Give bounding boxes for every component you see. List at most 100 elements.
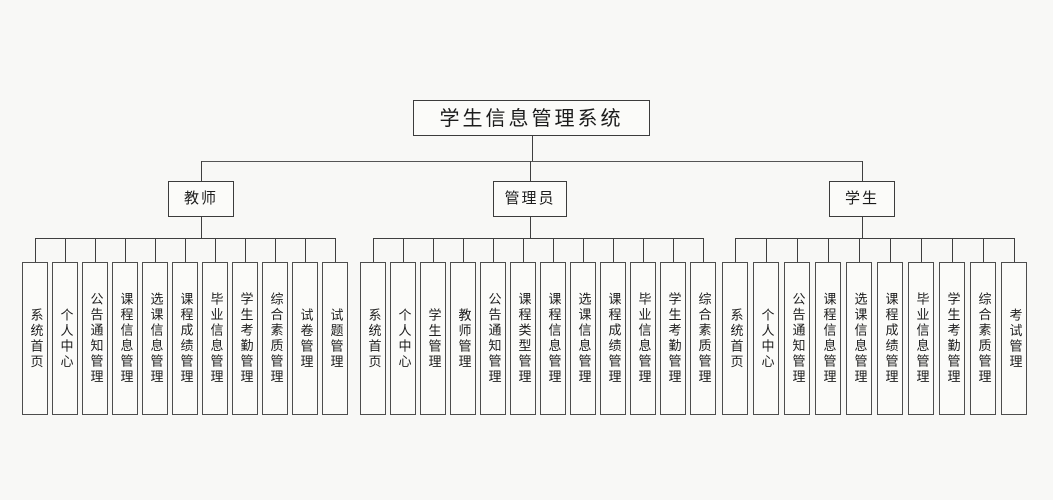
leaf-node[interactable]: 选课信息管理 [846,262,872,415]
leaf-node-label: 考试管理 [1006,307,1022,370]
leaf-node[interactable]: 综合素质管理 [690,262,716,415]
leaf-node[interactable]: 系统首页 [722,262,748,415]
leaf-node[interactable]: 试题管理 [322,262,348,415]
connector-leaf-drop [643,238,644,262]
connector-role-drop-teacher [201,161,202,181]
connector-leaf-drop [523,238,524,262]
leaf-node-label: 个人中心 [57,307,73,370]
leaf-node[interactable]: 系统首页 [360,262,386,415]
leaf-node[interactable]: 公告通知管理 [480,262,506,415]
leaf-node[interactable]: 课程信息管理 [815,262,841,415]
leaf-node[interactable]: 课程成绩管理 [600,262,626,415]
leaf-node[interactable]: 课程类型管理 [510,262,536,415]
leaf-node-label: 选课信息管理 [575,292,591,385]
connector-leaf-drop [245,238,246,262]
leaf-node-label: 公告通知管理 [87,292,103,385]
leaf-node[interactable]: 选课信息管理 [142,262,168,415]
role-node-label: 管理员 [504,189,556,208]
leaf-node[interactable]: 综合素质管理 [262,262,288,415]
leaf-node[interactable]: 学生考勤管理 [660,262,686,415]
connector-role-stem-student [862,217,863,238]
leaf-node[interactable]: 选课信息管理 [570,262,596,415]
leaf-node-label: 选课信息管理 [851,292,867,385]
leaf-node-label: 课程类型管理 [515,292,531,385]
leaf-node[interactable]: 公告通知管理 [784,262,810,415]
leaf-node[interactable]: 课程成绩管理 [877,262,903,415]
leaf-node-label: 系统首页 [727,307,743,370]
leaf-node-label: 课程成绩管理 [605,292,621,385]
connector-leaf-drop [335,238,336,262]
leaf-node-label: 教师管理 [455,307,471,370]
leaf-node[interactable]: 个人中心 [753,262,779,415]
connector-leaf-drop [766,238,767,262]
connector-role-drop-student [862,161,863,181]
leaf-node[interactable]: 个人中心 [390,262,416,415]
connector-leaf-drop [373,238,374,262]
leaf-node[interactable]: 学生管理 [420,262,446,415]
connector-leaf-drop [553,238,554,262]
leaf-node[interactable]: 毕业信息管理 [630,262,656,415]
leaf-node[interactable]: 学生考勤管理 [232,262,258,415]
connector-role-stem-administrator [530,217,531,238]
role-node-label: 教师 [183,189,218,208]
connector-root-stem [531,136,533,161]
leaf-node[interactable]: 课程信息管理 [112,262,138,415]
leaf-node[interactable]: 试卷管理 [292,262,318,415]
leaf-node[interactable]: 课程成绩管理 [172,262,198,415]
leaf-node-label: 学生管理 [425,307,441,370]
connector-leaf-drop [275,238,276,262]
connector-leaf-drop [890,238,891,262]
leaf-node[interactable]: 教师管理 [450,262,476,415]
leaf-node-label: 综合素质管理 [267,292,283,385]
connector-leaf-drop [433,238,434,262]
connector-leaf-drop [155,238,156,262]
leaf-node-label: 公告通知管理 [789,292,805,385]
leaf-node-label: 综合素质管理 [695,292,711,385]
connector-role-drop-administrator [530,161,531,181]
connector-leaf-bus-administrator [373,238,703,239]
connector-role-stem-teacher [201,217,202,238]
leaf-node[interactable]: 系统首页 [22,262,48,415]
leaf-node-label: 毕业信息管理 [913,292,929,385]
leaf-node-label: 个人中心 [758,307,774,370]
leaf-node-label: 公告通知管理 [485,292,501,385]
connector-leaf-drop [797,238,798,262]
connector-leaf-drop [463,238,464,262]
connector-leaf-bus-student [735,238,1014,239]
connector-leaf-drop [185,238,186,262]
leaf-node-label: 试卷管理 [297,307,313,370]
connector-leaf-drop [305,238,306,262]
leaf-node[interactable]: 公告通知管理 [82,262,108,415]
leaf-node[interactable]: 个人中心 [52,262,78,415]
leaf-node[interactable]: 毕业信息管理 [908,262,934,415]
connector-leaf-drop [95,238,96,262]
leaf-node-label: 选课信息管理 [147,292,163,385]
leaf-node-label: 课程成绩管理 [177,292,193,385]
connector-leaf-drop [703,238,704,262]
leaf-node-label: 系统首页 [27,307,43,370]
leaf-node[interactable]: 课程信息管理 [540,262,566,415]
leaf-node[interactable]: 综合素质管理 [970,262,996,415]
role-node-label: 学生 [844,189,879,208]
leaf-node[interactable]: 毕业信息管理 [202,262,228,415]
leaf-node[interactable]: 学生考勤管理 [939,262,965,415]
connector-leaf-drop [983,238,984,262]
connector-leaf-drop [673,238,674,262]
connector-leaf-drop [65,238,66,262]
connector-leaf-drop [493,238,494,262]
role-node-student: 学生 [829,181,895,217]
leaf-node-label: 系统首页 [365,307,381,370]
leaf-node-label: 学生考勤管理 [237,292,253,385]
leaf-node[interactable]: 考试管理 [1001,262,1027,415]
leaf-node-label: 个人中心 [395,307,411,370]
leaf-node-label: 课程信息管理 [545,292,561,385]
leaf-node-label: 课程成绩管理 [882,292,898,385]
root-node-label: 学生信息管理系统 [439,105,624,130]
root-node-student-information-management-system: 学生信息管理系统 [413,100,650,136]
connector-leaf-drop [215,238,216,262]
connector-leaf-drop [828,238,829,262]
leaf-node-label: 毕业信息管理 [207,292,223,385]
connector-level1-bus [201,161,862,162]
leaf-node-label: 课程信息管理 [117,292,133,385]
